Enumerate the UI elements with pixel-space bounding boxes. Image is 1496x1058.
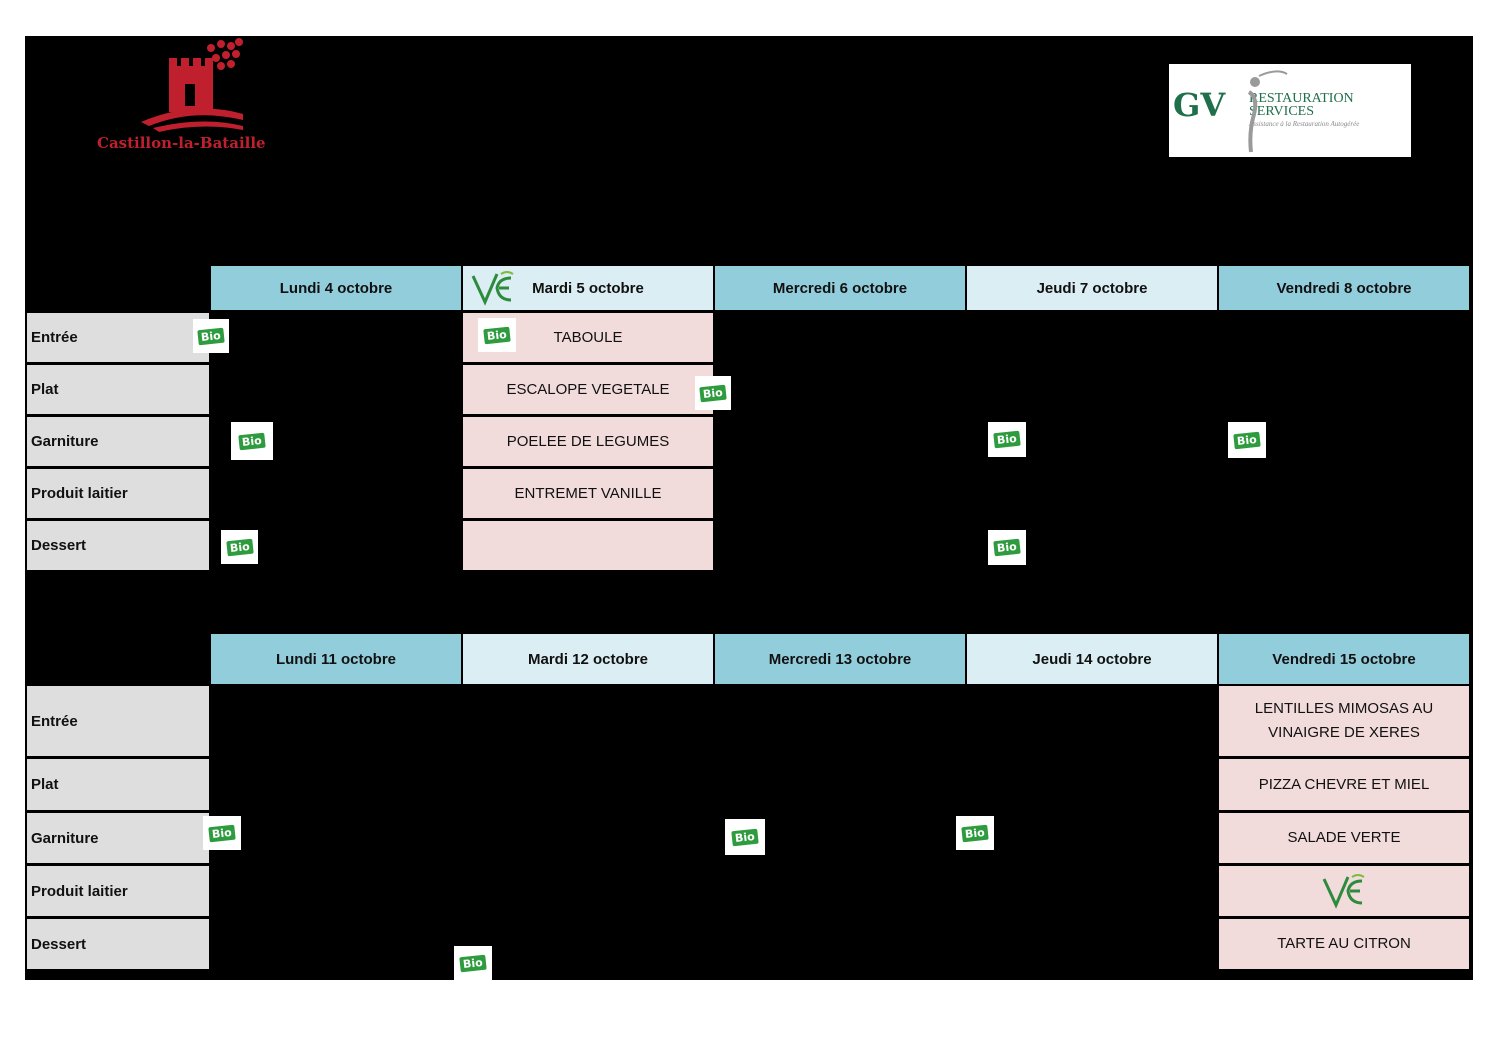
ve-icon	[1322, 874, 1365, 909]
bio-badge-icon: Bio	[454, 946, 492, 980]
caterer-tagline: Assistance à la Restauration Autogérée	[1249, 120, 1360, 128]
bio-badge-icon: Bio	[231, 422, 273, 460]
week1-row-entree: Entrée	[27, 313, 209, 362]
bio-badge-icon: Bio	[478, 318, 516, 352]
caterer-initials: GV	[1173, 86, 1226, 124]
week2-day-4: Jeudi 14 octobre	[967, 634, 1217, 684]
week1-day-3: Mercredi 6 octobre	[715, 266, 965, 310]
week1-row-garniture: Garniture	[27, 417, 209, 466]
week2-row-garniture: Garniture	[27, 813, 209, 863]
bio-badge-icon: Bio	[988, 422, 1026, 457]
bio-badge-icon: Bio	[193, 319, 229, 353]
week1-row-plat: Plat	[27, 365, 209, 414]
week1-mardi-produit-laitier: ENTREMET VANILLE	[463, 469, 713, 518]
week1-day-2-label: Mardi 5 octobre	[532, 279, 644, 297]
bio-badge-icon: Bio	[1228, 422, 1266, 458]
week1-day-4: Jeudi 7 octobre	[967, 266, 1217, 310]
chef-figure-icon	[1247, 70, 1288, 153]
week1-day-2: Mardi 5 octobre	[463, 266, 713, 310]
week2-vendredi-produit-laitier	[1219, 866, 1469, 916]
week2-vendredi-entree: LENTILLES MIMOSAS AU VINAIGRE DE XERES	[1219, 686, 1469, 756]
week1-mardi-garniture: POELEE DE LEGUMES	[463, 417, 713, 466]
week2-day-5: Vendredi 15 octobre	[1219, 634, 1469, 684]
bio-badge-icon: Bio	[725, 819, 765, 855]
week1-row-produit-laitier: Produit laitier	[27, 469, 209, 518]
town-logo: Castillon-la-Bataille	[93, 36, 303, 156]
bio-badge-icon: Bio	[956, 816, 994, 850]
week2-day-1: Lundi 11 octobre	[211, 634, 461, 684]
week2-day-2: Mardi 12 octobre	[463, 634, 713, 684]
town-name: Castillon-la-Bataille	[97, 134, 266, 152]
week1-day-5: Vendredi 8 octobre	[1219, 266, 1469, 310]
week1-day-1: Lundi 4 octobre	[211, 266, 461, 310]
week2-row-entree: Entrée	[27, 686, 209, 756]
week1-row-dessert: Dessert	[27, 521, 209, 570]
week2-row-plat: Plat	[27, 759, 209, 810]
week2-row-dessert: Dessert	[27, 919, 209, 969]
bio-badge-icon: Bio	[695, 376, 731, 410]
bio-badge-icon: Bio	[988, 530, 1026, 565]
bio-badge-icon: Bio	[203, 816, 241, 850]
menu-sheet: Castillon-la-Bataille GV RESTAURATION SE…	[25, 36, 1473, 980]
week2-day-3: Mercredi 13 octobre	[715, 634, 965, 684]
caterer-logo: GV RESTAURATION SERVICES Assistance à la…	[1169, 64, 1411, 157]
castle-icon	[141, 38, 243, 132]
bio-badge-icon: Bio	[221, 530, 258, 564]
week2-vendredi-garniture: SALADE VERTE	[1219, 813, 1469, 863]
ve-icon	[471, 270, 515, 310]
week2-vendredi-dessert: TARTE AU CITRON	[1219, 919, 1469, 969]
caterer-line2: SERVICES	[1249, 104, 1315, 119]
week2-row-produit-laitier: Produit laitier	[27, 866, 209, 916]
caterer-line1: RESTAURATION	[1249, 91, 1354, 106]
week1-mardi-dessert	[463, 521, 713, 570]
week1-mardi-plat: ESCALOPE VEGETALE	[463, 365, 713, 414]
week2-vendredi-plat: PIZZA CHEVRE ET MIEL	[1219, 759, 1469, 810]
